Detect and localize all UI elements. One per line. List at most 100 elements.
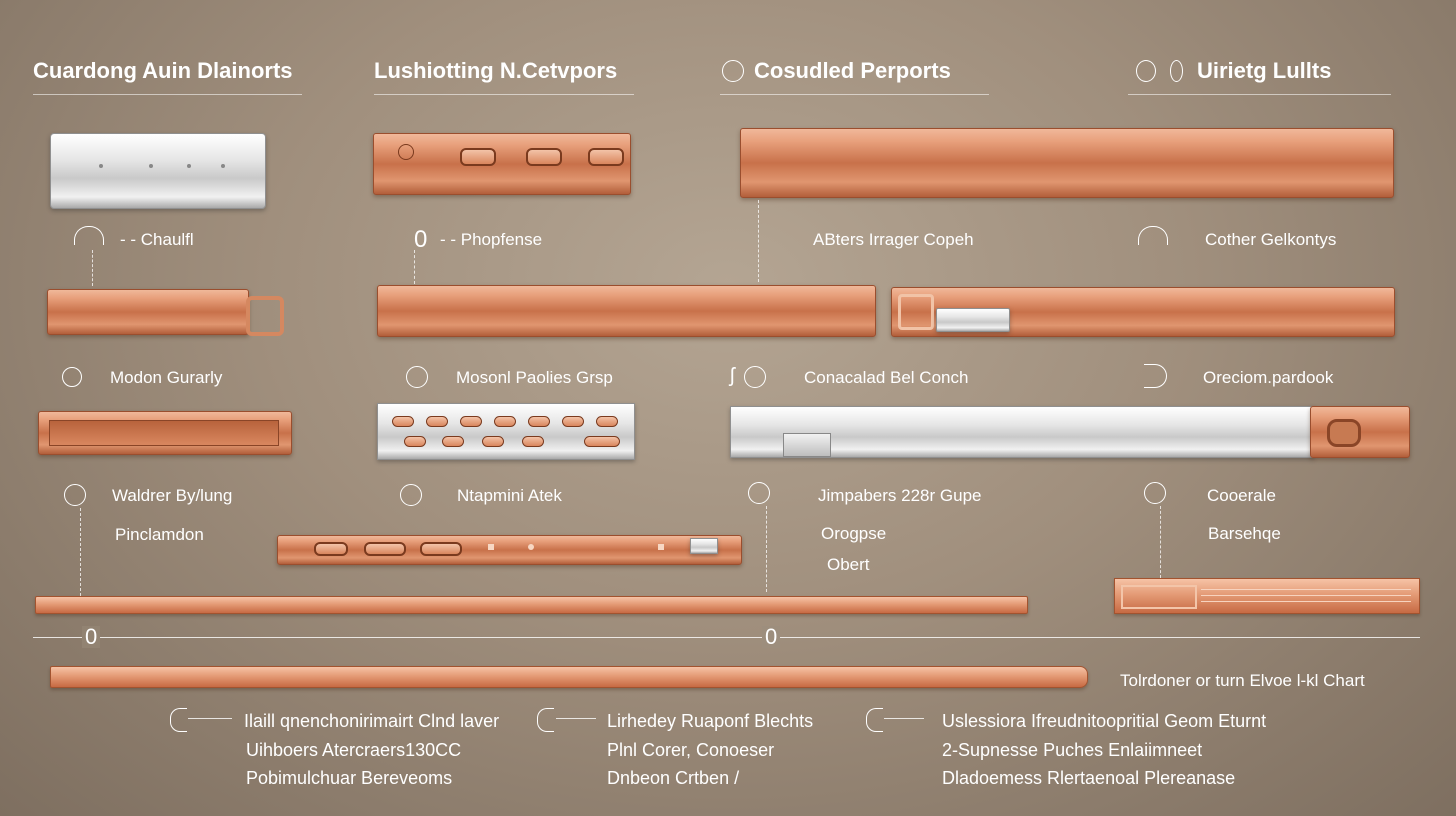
zero-marker-icon: 0 bbox=[414, 226, 428, 253]
slotted-copper-bar bbox=[373, 133, 631, 195]
caption-1-line-3: Pobimulchuar Bereveoms bbox=[246, 768, 453, 788]
header-uirietg: Uirietg Lullts bbox=[1128, 58, 1391, 95]
bar-end-loop bbox=[246, 296, 284, 336]
strip-slot bbox=[364, 542, 406, 556]
long-copper-block bbox=[740, 128, 1394, 198]
label-cother: Cother Gelkontys bbox=[1205, 230, 1337, 249]
long-copper-strip bbox=[35, 596, 1028, 614]
label-phopfense: - - Phopfense bbox=[440, 230, 543, 249]
caption-3-line-3: Dladoemess Rlertaenoal Plereanase bbox=[942, 768, 1236, 788]
axis-marker-mid: 0 bbox=[762, 626, 781, 648]
strip-hole bbox=[528, 544, 534, 550]
perf-slot bbox=[494, 416, 516, 427]
perf-slot bbox=[392, 416, 414, 427]
caption-rule bbox=[884, 718, 924, 719]
label-cooerale: Cooerale bbox=[1207, 486, 1276, 505]
loop-window bbox=[898, 294, 934, 330]
strip-hole bbox=[658, 544, 664, 550]
axis-marker-left: 0 bbox=[82, 626, 101, 648]
node-icon bbox=[400, 484, 422, 506]
caption-icon-1 bbox=[170, 708, 187, 732]
rail-clip bbox=[783, 433, 831, 457]
label-abters: ABters Irrager Copeh bbox=[813, 230, 974, 249]
label-barsehqe: Barsehqe bbox=[1208, 524, 1281, 543]
bar-slot bbox=[588, 148, 624, 166]
label-conacalad: Conacalad Bel Conch bbox=[804, 368, 969, 387]
dial-icon bbox=[406, 366, 428, 388]
header-circle-icon bbox=[722, 60, 744, 82]
perforated-plate bbox=[377, 403, 635, 460]
leader-line bbox=[758, 200, 759, 282]
block-dot bbox=[99, 164, 103, 168]
label-waldrer: Waldrer By/lung bbox=[112, 486, 233, 505]
caption-icon-2 bbox=[537, 708, 554, 732]
gauge-icon bbox=[62, 367, 82, 387]
fork-icon: ʃ bbox=[730, 365, 735, 387]
leader-line bbox=[92, 250, 93, 286]
caption-2-line-3: Dnbeon Crtben / bbox=[607, 768, 740, 788]
loop-insert bbox=[936, 308, 1010, 332]
caption-3-line-1: Uslessiora Ifreudnitoopritial Geom Eturn… bbox=[942, 711, 1267, 731]
perf-slot bbox=[482, 436, 504, 447]
strip-tab bbox=[690, 538, 718, 554]
target-icon bbox=[748, 482, 770, 504]
fork-ring-icon bbox=[744, 366, 766, 388]
caption-2-line-2: Plnl Corer, Conoeser bbox=[607, 740, 775, 760]
header-bulb-icon bbox=[1136, 60, 1156, 82]
plate-rib bbox=[1201, 601, 1411, 602]
aluminum-block bbox=[50, 133, 266, 209]
caption-2-line-1: Lirhedey Ruaponf Blechts bbox=[607, 711, 814, 731]
caption-rule bbox=[556, 718, 596, 719]
label-pinclamdon: Pinclamdon bbox=[115, 525, 204, 544]
perf-slot bbox=[404, 436, 426, 447]
label-jimpabers: Jimpabers 228r Gupe bbox=[818, 486, 982, 505]
bracket-hole bbox=[1327, 419, 1361, 447]
clip-icon bbox=[1144, 364, 1167, 388]
block-dot bbox=[149, 164, 153, 168]
plate-rib bbox=[1201, 595, 1411, 596]
strip-hole bbox=[488, 544, 494, 550]
looped-copper-bar bbox=[891, 287, 1395, 337]
caption-rule bbox=[188, 718, 232, 719]
label-oreciom: Oreciom.pardook bbox=[1203, 368, 1334, 387]
caption-1-line-1: Ilaill qnenchonirimairt Clnd laver bbox=[244, 711, 500, 731]
long-silver-rail bbox=[730, 406, 1314, 458]
plate-window bbox=[1121, 585, 1197, 609]
tapered-copper-rod bbox=[50, 666, 1088, 688]
wide-copper-bar bbox=[377, 285, 876, 337]
plate-inset bbox=[49, 420, 279, 446]
header-oval-icon bbox=[1170, 60, 1183, 82]
framed-copper-plate bbox=[38, 411, 292, 455]
rail-end-bracket bbox=[1310, 406, 1410, 458]
label-modon: Modon Gurarly bbox=[110, 368, 223, 387]
label-orogpse: Orogpse bbox=[821, 524, 887, 543]
caption-icon-3 bbox=[866, 708, 883, 732]
pin-icon bbox=[64, 484, 86, 506]
hook-icon bbox=[1138, 226, 1168, 245]
tab-copper-bar bbox=[47, 289, 249, 335]
label-obert: Obert bbox=[827, 555, 870, 574]
strip-slot bbox=[314, 542, 348, 556]
axis-line bbox=[33, 637, 1420, 638]
block-dot bbox=[187, 164, 191, 168]
perf-slot bbox=[426, 416, 448, 427]
caption-1-line-2: Uihboers Atercraers130CC bbox=[246, 740, 462, 760]
slotted-copper-strip bbox=[277, 535, 742, 565]
perf-slot bbox=[442, 436, 464, 447]
perf-slot bbox=[522, 436, 544, 447]
leader-line bbox=[1160, 506, 1161, 578]
label-chart-side: Tolrdoner or turn Elvoe l-kl Chart bbox=[1120, 671, 1365, 690]
perf-slot bbox=[562, 416, 584, 427]
label-ntapmini: Ntapmini Atek bbox=[457, 486, 562, 505]
perf-slot bbox=[584, 436, 620, 447]
strip-slot bbox=[420, 542, 462, 556]
perf-slot bbox=[528, 416, 550, 427]
bar-slot bbox=[460, 148, 496, 166]
ribbed-copper-plate bbox=[1114, 578, 1420, 614]
header-lushiotting: Lushiotting N.Cetvpors bbox=[374, 58, 634, 95]
header-aluminum: Cuardong Auin Dlainorts bbox=[33, 58, 302, 95]
bulb-marker-icon bbox=[1144, 482, 1166, 504]
perf-slot bbox=[460, 416, 482, 427]
perf-slot bbox=[596, 416, 618, 427]
plate-rib bbox=[1201, 589, 1411, 590]
